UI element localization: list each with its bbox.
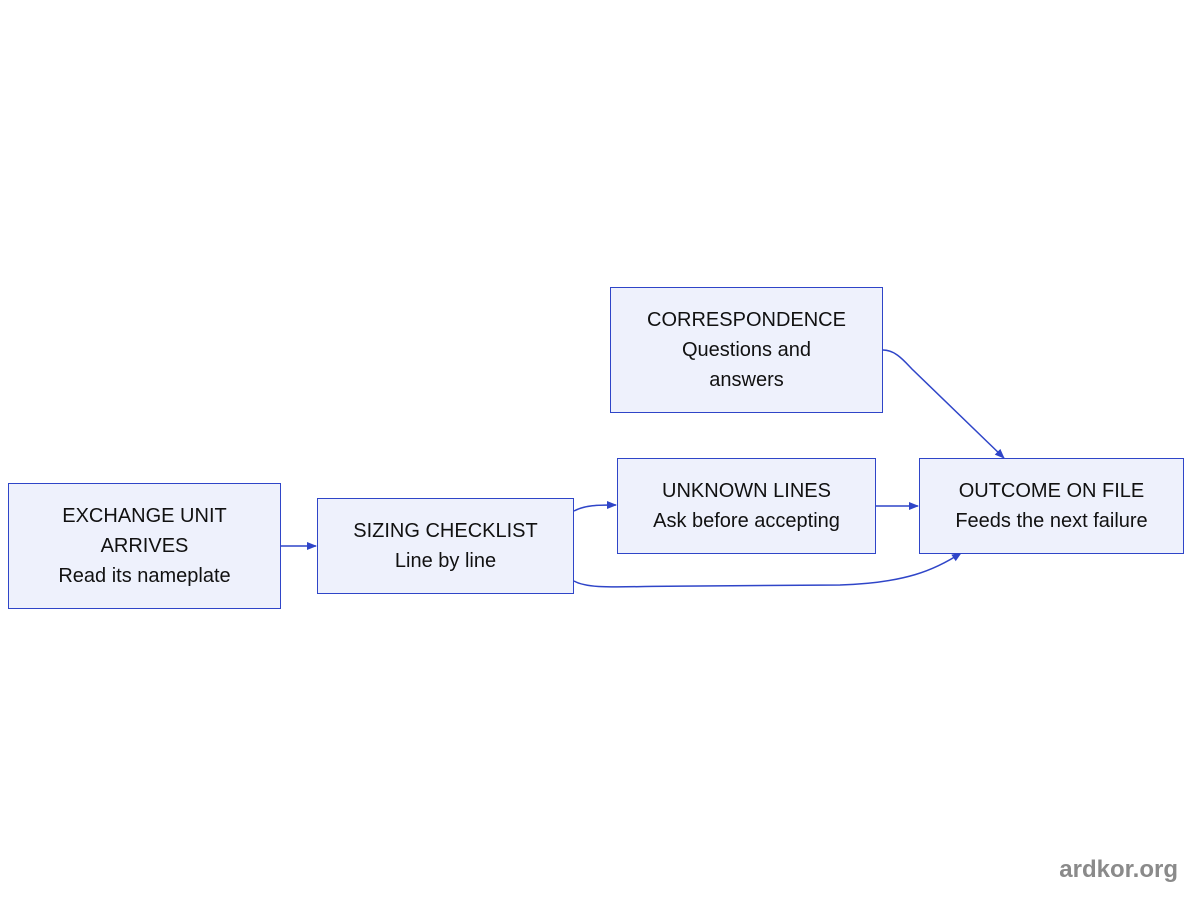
node-exchange-unit-arrives: EXCHANGE UNIT ARRIVES Read its nameplate xyxy=(8,483,281,609)
node-title-line-1: EXCHANGE UNIT xyxy=(62,505,227,527)
node-label: SIZING CHECKLIST Line by line xyxy=(353,516,537,576)
node-subtitle: Read its nameplate xyxy=(58,565,231,587)
node-title: OUTCOME ON FILE xyxy=(958,480,1145,502)
node-unknown-lines: UNKNOWN LINES Ask before accepting xyxy=(617,458,876,554)
node-subtitle-line-2: answers xyxy=(709,369,784,391)
node-subtitle: Line by line xyxy=(394,550,497,572)
node-title: SIZING CHECKLIST xyxy=(353,520,538,542)
node-title: UNKNOWN LINES xyxy=(662,480,831,502)
node-sizing-checklist: SIZING CHECKLIST Line by line xyxy=(317,498,574,594)
edge-correspondence-to-outcome xyxy=(882,349,1005,459)
edge-sizing-to-unknown xyxy=(573,501,617,512)
node-label: CORRESPONDENCE Questions and answers xyxy=(647,305,846,395)
node-correspondence: CORRESPONDENCE Questions and answers xyxy=(610,287,883,413)
node-subtitle-line-1: Questions and xyxy=(682,339,811,361)
node-subtitle: Ask before accepting xyxy=(653,510,840,532)
node-title-line-2: ARRIVES xyxy=(100,535,189,557)
watermark-text: ardkor.org xyxy=(1059,856,1178,883)
node-outcome-on-file: OUTCOME ON FILE Feeds the next failure xyxy=(919,458,1184,554)
edge-sizing-to-outcome xyxy=(573,552,962,588)
node-label: OUTCOME ON FILE Feeds the next failure xyxy=(955,476,1147,536)
node-title: CORRESPONDENCE xyxy=(647,309,846,331)
node-subtitle: Feeds the next failure xyxy=(955,510,1148,532)
node-label: EXCHANGE UNIT ARRIVES Read its nameplate xyxy=(58,501,230,591)
node-label: UNKNOWN LINES Ask before accepting xyxy=(653,476,840,536)
